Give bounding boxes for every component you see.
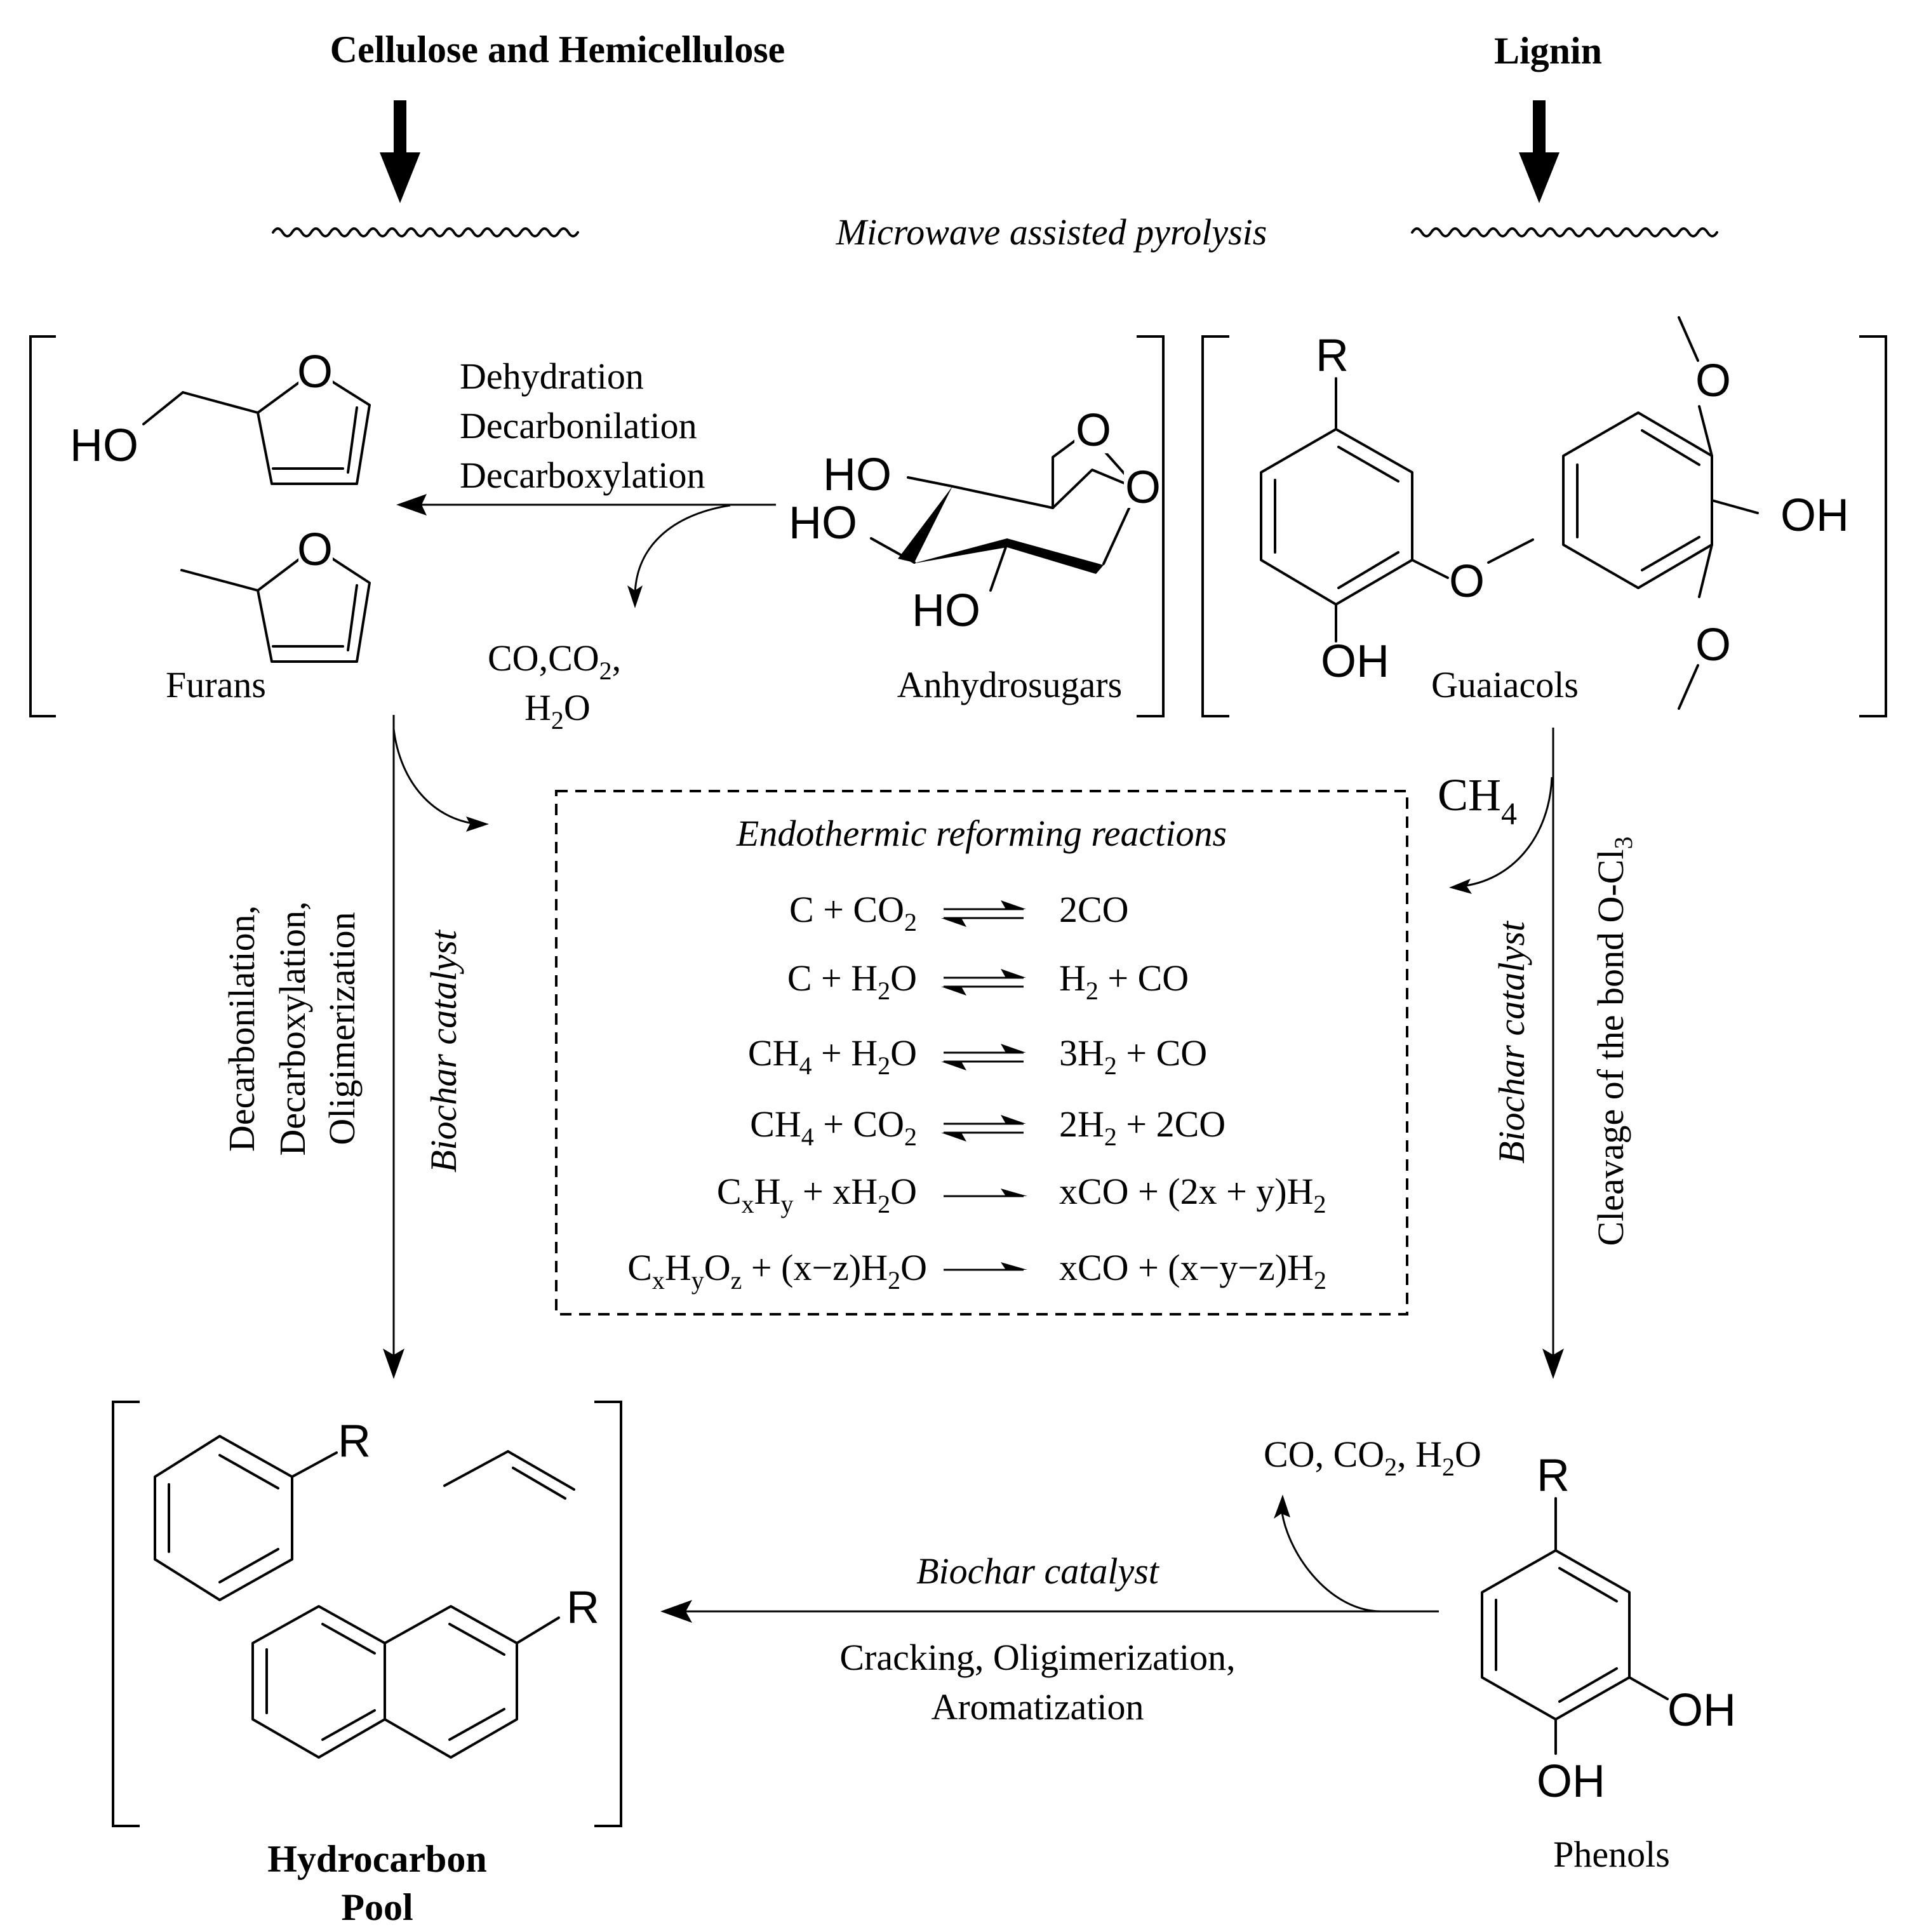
svg-text:CxHy + xH2O: CxHy + xH2O bbox=[717, 1171, 917, 1218]
furans-to-reforming-curved-arrow bbox=[392, 728, 489, 832]
svg-text:xCO + (x−y−z)H2: xCO + (x−y−z)H2 bbox=[1059, 1247, 1326, 1295]
step-decarboxylation: Decarboxylation bbox=[460, 455, 705, 496]
svg-text:O: O bbox=[1449, 556, 1485, 607]
svg-text:HO: HO bbox=[70, 420, 138, 471]
left-reactions-2: Decarboxylation, bbox=[272, 901, 313, 1156]
phenols-label: Phenols bbox=[1553, 1834, 1670, 1875]
left-reactions-3: Oligimerization bbox=[321, 912, 363, 1145]
bottom-byproduct-curved-arrow bbox=[1274, 1495, 1382, 1613]
bottom-catalyst: Biochar catalyst bbox=[916, 1550, 1160, 1592]
svg-text:O: O bbox=[297, 347, 333, 397]
propene-structure bbox=[443, 1450, 575, 1500]
bottom-reactions-2: Aromatization bbox=[931, 1686, 1144, 1728]
svg-text:OH: OH bbox=[1780, 490, 1849, 541]
svg-text:xCO + (2x + y)H2: xCO + (2x + y)H2 bbox=[1059, 1171, 1326, 1218]
byproduct-curved-arrow bbox=[627, 504, 731, 608]
guaiacols-label: Guaiacols bbox=[1431, 664, 1579, 705]
alkylnaphthalene-structure: R bbox=[251, 1582, 599, 1759]
byproducts-co-co2: CO,CO2, bbox=[488, 637, 621, 685]
bond-cleavage-label: Cleavage of the bond O-Cl3 bbox=[1590, 837, 1638, 1246]
svg-text:2H2 + 2CO: 2H2 + 2CO bbox=[1059, 1103, 1226, 1151]
svg-text:R: R bbox=[566, 1582, 599, 1633]
svg-text:OH: OH bbox=[1537, 1756, 1605, 1807]
svg-text:HO: HO bbox=[789, 498, 857, 549]
reforming-box bbox=[555, 790, 1408, 1316]
svg-text:R: R bbox=[1316, 330, 1349, 381]
alkylbenzene-structure: R bbox=[154, 1416, 371, 1601]
bracket-right-open bbox=[1201, 335, 1229, 717]
bracket-pool-open bbox=[112, 1401, 140, 1827]
svg-text:2CO: 2CO bbox=[1059, 889, 1129, 930]
cellulose-down-arrow bbox=[380, 100, 420, 203]
svg-text:CH4 + H2O: CH4 + H2O bbox=[748, 1032, 917, 1080]
guaiacol-structure-1: R O OH bbox=[1260, 330, 1534, 687]
bracket-pool-close bbox=[594, 1401, 622, 1827]
bottom-byproducts: CO, CO2, H2O bbox=[1264, 1434, 1481, 1481]
methane-label: CH4 bbox=[1438, 769, 1517, 831]
svg-text:CH4 + CO2: CH4 + CO2 bbox=[750, 1103, 917, 1151]
svg-text:C + CO2: C + CO2 bbox=[789, 889, 917, 936]
svg-text:OH: OH bbox=[1321, 636, 1389, 687]
right-catalyst: Biochar catalyst bbox=[1491, 920, 1532, 1164]
furans-to-pool-arrow bbox=[383, 715, 404, 1379]
svg-text:R: R bbox=[338, 1416, 371, 1467]
byproducts-h2o: H2O bbox=[524, 687, 591, 735]
lignin-title: Lignin bbox=[1494, 30, 1602, 72]
methane-curved-arrow bbox=[1449, 776, 1553, 894]
cellulose-title: Cellulose and Hemicellulose bbox=[330, 29, 785, 70]
left-catalyst: Biochar catalyst bbox=[423, 929, 464, 1173]
left-reactions-1: Decarbonilation, bbox=[221, 905, 262, 1152]
syringol-structure: O OH O bbox=[1562, 316, 1849, 710]
hydrocarbon-pool-label-2: Pool bbox=[341, 1886, 413, 1928]
hydrocarbon-pool-label-1: Hydrocarbon bbox=[267, 1838, 487, 1880]
svg-text:O: O bbox=[297, 524, 333, 575]
wavy-line-right bbox=[1411, 227, 1718, 237]
anhydrosugar-structure: O O HO HO HO bbox=[789, 405, 1161, 636]
svg-text:C + H2O: C + H2O bbox=[787, 957, 917, 1005]
svg-text:H2 + CO: H2 + CO bbox=[1059, 957, 1189, 1005]
step-decarbonilation: Decarbonilation bbox=[460, 405, 697, 446]
anhydrosugars-label: Anhydrosugars bbox=[897, 664, 1122, 705]
furans-label: Furans bbox=[166, 664, 266, 705]
bracket-left-close bbox=[1137, 335, 1165, 717]
svg-text:R: R bbox=[1537, 1450, 1570, 1501]
svg-text:3H2 + CO: 3H2 + CO bbox=[1059, 1032, 1207, 1080]
step-dehydration: Dehydration bbox=[460, 356, 644, 397]
svg-text:CxHyOz + (x−z)H2O: CxHyOz + (x−z)H2O bbox=[627, 1247, 927, 1295]
svg-text:O: O bbox=[1125, 462, 1161, 513]
bottom-reactions-1: Cracking, Oligimerization, bbox=[839, 1637, 1235, 1678]
svg-text:HO: HO bbox=[823, 450, 892, 500]
svg-text:O: O bbox=[1695, 620, 1731, 670]
dehydration-arrow bbox=[396, 494, 776, 516]
bracket-left-open bbox=[29, 335, 56, 717]
process-label: Microwave assisted pyrolysis bbox=[836, 211, 1267, 253]
svg-text:OH: OH bbox=[1667, 1685, 1736, 1736]
equilibrium-arrows bbox=[941, 900, 1027, 1271]
wavy-line-left bbox=[272, 227, 579, 237]
svg-text:O: O bbox=[1076, 405, 1111, 456]
methyl-furan-structure: O bbox=[180, 524, 371, 663]
lignin-down-arrow bbox=[1519, 100, 1560, 203]
catechol-structure: R OH OH bbox=[1481, 1450, 1736, 1807]
svg-text:HO: HO bbox=[912, 585, 980, 636]
guaiacols-to-phenols-arrow bbox=[1542, 728, 1564, 1379]
svg-text:O: O bbox=[1695, 356, 1731, 406]
phenols-to-pool-arrow bbox=[660, 1600, 1439, 1623]
hydroxymethyl-furan-structure: O HO bbox=[70, 347, 371, 485]
reaction-equations: C + CO2 2CO C + H2O H2 + CO CH4 + H2O 3H… bbox=[627, 889, 1326, 1295]
reforming-title: Endothermic reforming reactions bbox=[736, 813, 1227, 854]
bracket-right-close bbox=[1859, 335, 1887, 717]
